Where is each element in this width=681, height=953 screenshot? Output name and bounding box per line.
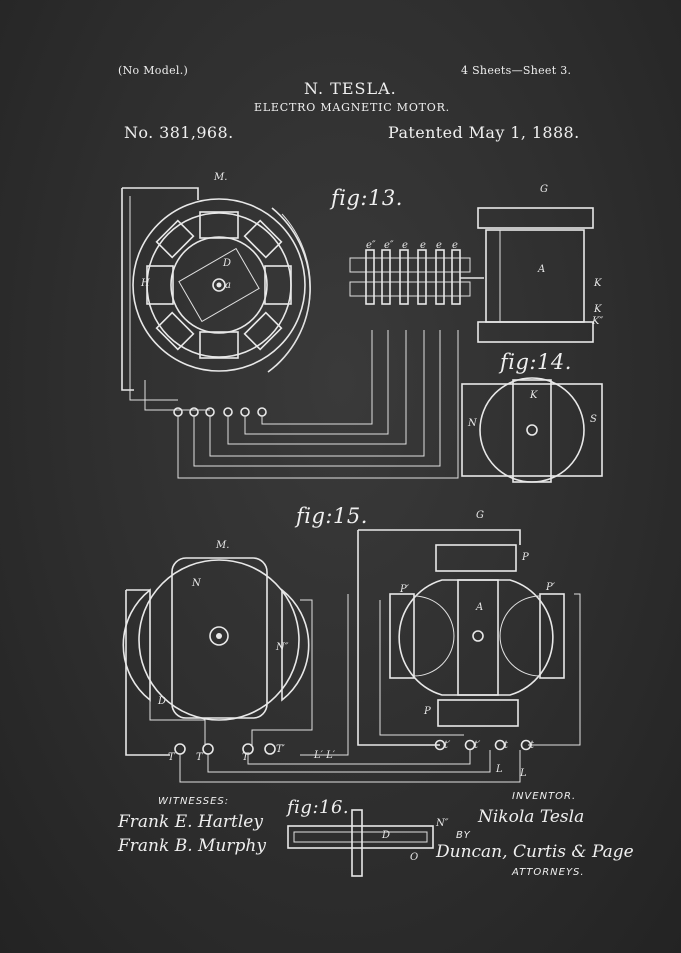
svg-text:K: K xyxy=(593,304,602,315)
inventor-name: N. TESLA. xyxy=(304,79,397,98)
witness-signature-2: Frank B. Murphy xyxy=(118,836,266,856)
no-model-note: (No Model.) xyxy=(118,64,189,77)
svg-text:e: e xyxy=(402,240,408,251)
svg-text:e: e xyxy=(420,240,426,251)
svg-text:G: G xyxy=(540,184,548,195)
svg-text:A: A xyxy=(475,602,483,613)
svg-text:e″: e″ xyxy=(384,240,394,251)
svg-text:T′: T′ xyxy=(242,752,252,763)
svg-text:D: D xyxy=(157,696,166,707)
svg-text:e: e xyxy=(436,240,442,251)
svg-text:D: D xyxy=(222,258,231,269)
svg-text:S: S xyxy=(590,414,597,425)
svg-text:T: T xyxy=(196,752,204,763)
svg-text:t: t xyxy=(504,740,509,751)
svg-text:N: N xyxy=(191,578,202,589)
svg-text:A: A xyxy=(537,264,545,275)
svg-text:P′: P′ xyxy=(399,584,410,595)
by-label: BY xyxy=(456,830,471,841)
patent-title: ELECTRO MAGNETIC MOTOR. xyxy=(254,101,450,114)
svg-text:N″: N″ xyxy=(275,642,289,653)
svg-text:O: O xyxy=(410,852,418,863)
attorneys-signature: Duncan, Curtis & Page xyxy=(436,842,634,862)
svg-text:T: T xyxy=(168,752,176,763)
fig13-label: fig:13. xyxy=(331,186,403,210)
witness-signature-1: Frank E. Hartley xyxy=(118,812,263,832)
attorneys-label: ATTORNEYS. xyxy=(512,867,585,878)
inventor-label: INVENTOR. xyxy=(512,791,577,802)
fig16-label: fig:16. xyxy=(287,797,350,818)
fig15-motor: M. N N″ D T T T′ T′ L′ L′ xyxy=(122,540,336,763)
svg-text:e″: e″ xyxy=(366,240,376,251)
svg-text:L: L xyxy=(519,768,527,779)
svg-text:D: D xyxy=(381,830,390,841)
fig15-generator: G P P A P′ P′ t′ t′ t t xyxy=(179,510,581,783)
svg-text:P′: P′ xyxy=(545,582,556,593)
fig14-cross-section: K N S xyxy=(461,377,603,483)
patent-date: Patented May 1, 1888. xyxy=(388,123,580,142)
inventor-signature: Nikola Tesla xyxy=(478,807,585,827)
svg-text:M.: M. xyxy=(213,172,227,183)
fig14-label: fig:14. xyxy=(500,350,572,374)
fig15-label: fig:15. xyxy=(296,504,368,528)
svg-text:e: e xyxy=(452,240,458,251)
svg-text:t: t xyxy=(530,740,535,751)
svg-text:P: P xyxy=(521,552,529,563)
fig13-terminals xyxy=(173,407,267,417)
svg-text:K: K xyxy=(593,278,602,289)
svg-text:T′: T′ xyxy=(276,744,286,755)
svg-text:P: P xyxy=(423,706,431,717)
svg-text:H: H xyxy=(140,278,150,289)
fig13-generator: G A K K K″ xyxy=(477,184,603,343)
svg-text:K: K xyxy=(529,390,538,401)
svg-text:t′: t′ xyxy=(444,740,451,751)
sheet-count: 4 Sheets—Sheet 3. xyxy=(461,64,572,77)
svg-text:L: L xyxy=(495,764,503,775)
svg-text:M.: M. xyxy=(215,540,229,551)
fig13-commutator: e″ e″ e e e e xyxy=(349,240,484,305)
fig16-detail: D N″ O xyxy=(287,809,449,877)
fig13-motor: M. D a H xyxy=(121,172,603,479)
witnesses-label: WITNESSES: xyxy=(158,796,230,807)
svg-text:K″: K″ xyxy=(591,316,603,327)
patent-number: No. 381,968. xyxy=(124,123,234,142)
svg-text:N: N xyxy=(467,418,478,429)
svg-text:a: a xyxy=(225,280,231,291)
svg-text:t′: t′ xyxy=(474,740,481,751)
svg-text:N″: N″ xyxy=(435,818,449,829)
svg-text:G: G xyxy=(476,510,484,521)
